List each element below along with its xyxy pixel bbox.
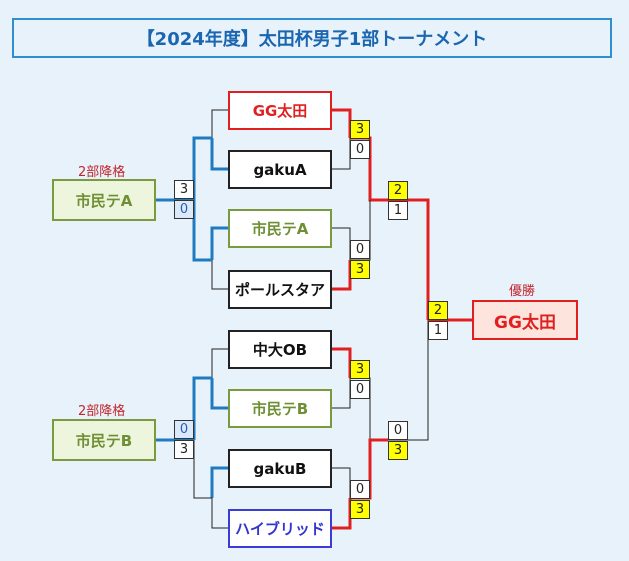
playoff-team-a: 市民テA [52, 179, 156, 221]
score-r1m4-bottom: 3 [350, 500, 370, 519]
team-gaku-b: gakuB [228, 449, 332, 488]
score-r1m3-top: 3 [350, 360, 370, 379]
score-final-bottom: 1 [428, 321, 448, 340]
team-hybrid: ハイブリッド [228, 509, 332, 548]
score-r1m3-bottom: 0 [350, 380, 370, 399]
score-r1m4-top: 0 [350, 480, 370, 499]
score-final-top: 2 [428, 301, 448, 320]
playoff-team-b: 市民テB [52, 419, 156, 461]
champion-label: 優勝 [509, 284, 536, 299]
team-gaku-a: gakuA [228, 150, 332, 189]
score-playoff-b-bottom: 3 [174, 440, 194, 459]
champion-box: GG太田 [472, 300, 578, 340]
score-r1m2-top: 0 [350, 240, 370, 259]
score-playoff-b-top: 0 [174, 420, 194, 439]
score-r1m1-top: 3 [350, 120, 370, 139]
score-sf2-bottom: 3 [388, 441, 408, 460]
team-shimin-b: 市民テB [228, 389, 332, 428]
team-gg-ota: GG太田 [228, 91, 332, 130]
score-r1m2-bottom: 3 [350, 260, 370, 279]
page-title: 【2024年度】太田杯男子1部トーナメント [12, 18, 612, 58]
score-sf1-top: 2 [388, 181, 408, 200]
team-polestar: ポールスタア [228, 270, 332, 309]
team-shimin-a: 市民テA [228, 209, 332, 248]
relegation-note-b: 2部降格 [78, 404, 126, 419]
team-chudai-ob: 中大OB [228, 330, 332, 369]
score-r1m1-bottom: 0 [350, 140, 370, 159]
score-sf1-bottom: 1 [388, 201, 408, 220]
relegation-note-a: 2部降格 [78, 165, 126, 180]
score-playoff-a-bottom: 0 [174, 200, 194, 219]
score-sf2-top: 0 [388, 421, 408, 440]
score-playoff-a-top: 3 [174, 180, 194, 199]
